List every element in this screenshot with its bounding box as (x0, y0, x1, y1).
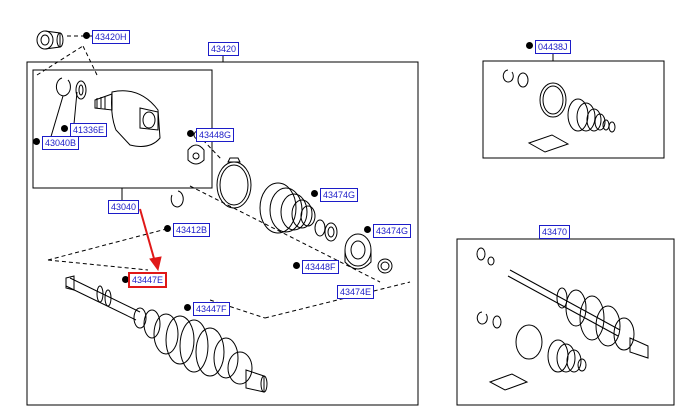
callout-dot (187, 130, 194, 137)
callout-dot (184, 304, 191, 311)
callout-dot (33, 138, 40, 145)
highlight-arrow (139, 208, 162, 272)
callout-43474G-top[interactable]: 43474G (320, 188, 359, 202)
boot-bush-part (36, 30, 64, 50)
callout-dot (364, 226, 371, 233)
boot-bellows (259, 182, 316, 234)
callout-43474G-right[interactable]: 43474G (373, 224, 412, 238)
boot-kit-parts (502, 69, 616, 153)
callout-43420[interactable]: 43420 (208, 42, 240, 56)
callout-43447E[interactable]: 43447E (128, 272, 168, 288)
callout-04438J[interactable]: 04438J (535, 40, 571, 54)
callout-dot (311, 190, 318, 197)
frame-04438J (482, 60, 665, 159)
callout-43448F[interactable]: 43448F (302, 260, 339, 274)
frame-43040 (32, 69, 213, 189)
callout-dot (83, 32, 90, 39)
callout-43040[interactable]: 43040 (108, 200, 140, 214)
callout-dot (526, 42, 533, 49)
callout-dot (122, 276, 129, 283)
callout-43448G[interactable]: 43448G (196, 128, 235, 142)
callout-43470[interactable]: 43470 (539, 225, 571, 239)
boot-clamp-large (216, 157, 252, 209)
callout-43040B[interactable]: 43040B (42, 136, 80, 150)
callout-dot (293, 262, 300, 269)
callout-41336E[interactable]: 41336E (70, 123, 108, 137)
snap-ring-part (170, 190, 184, 208)
callout-43412B[interactable]: 43412B (173, 223, 211, 237)
drive-shaft-assembly (65, 275, 268, 393)
callout-dot (164, 225, 171, 232)
small-clamp-part (314, 219, 326, 237)
outer-joint-part (344, 233, 393, 274)
drive-shaft-kit-parts (476, 247, 649, 391)
callout-dot (61, 125, 68, 132)
inner-joint-parts (55, 77, 205, 165)
callout-43474E[interactable]: 43474E (337, 285, 375, 299)
frame-43420 (26, 61, 419, 406)
frame-43470 (456, 238, 675, 406)
callout-43447F[interactable]: 43447F (193, 302, 230, 316)
callout-43420H[interactable]: 43420H (92, 30, 130, 44)
